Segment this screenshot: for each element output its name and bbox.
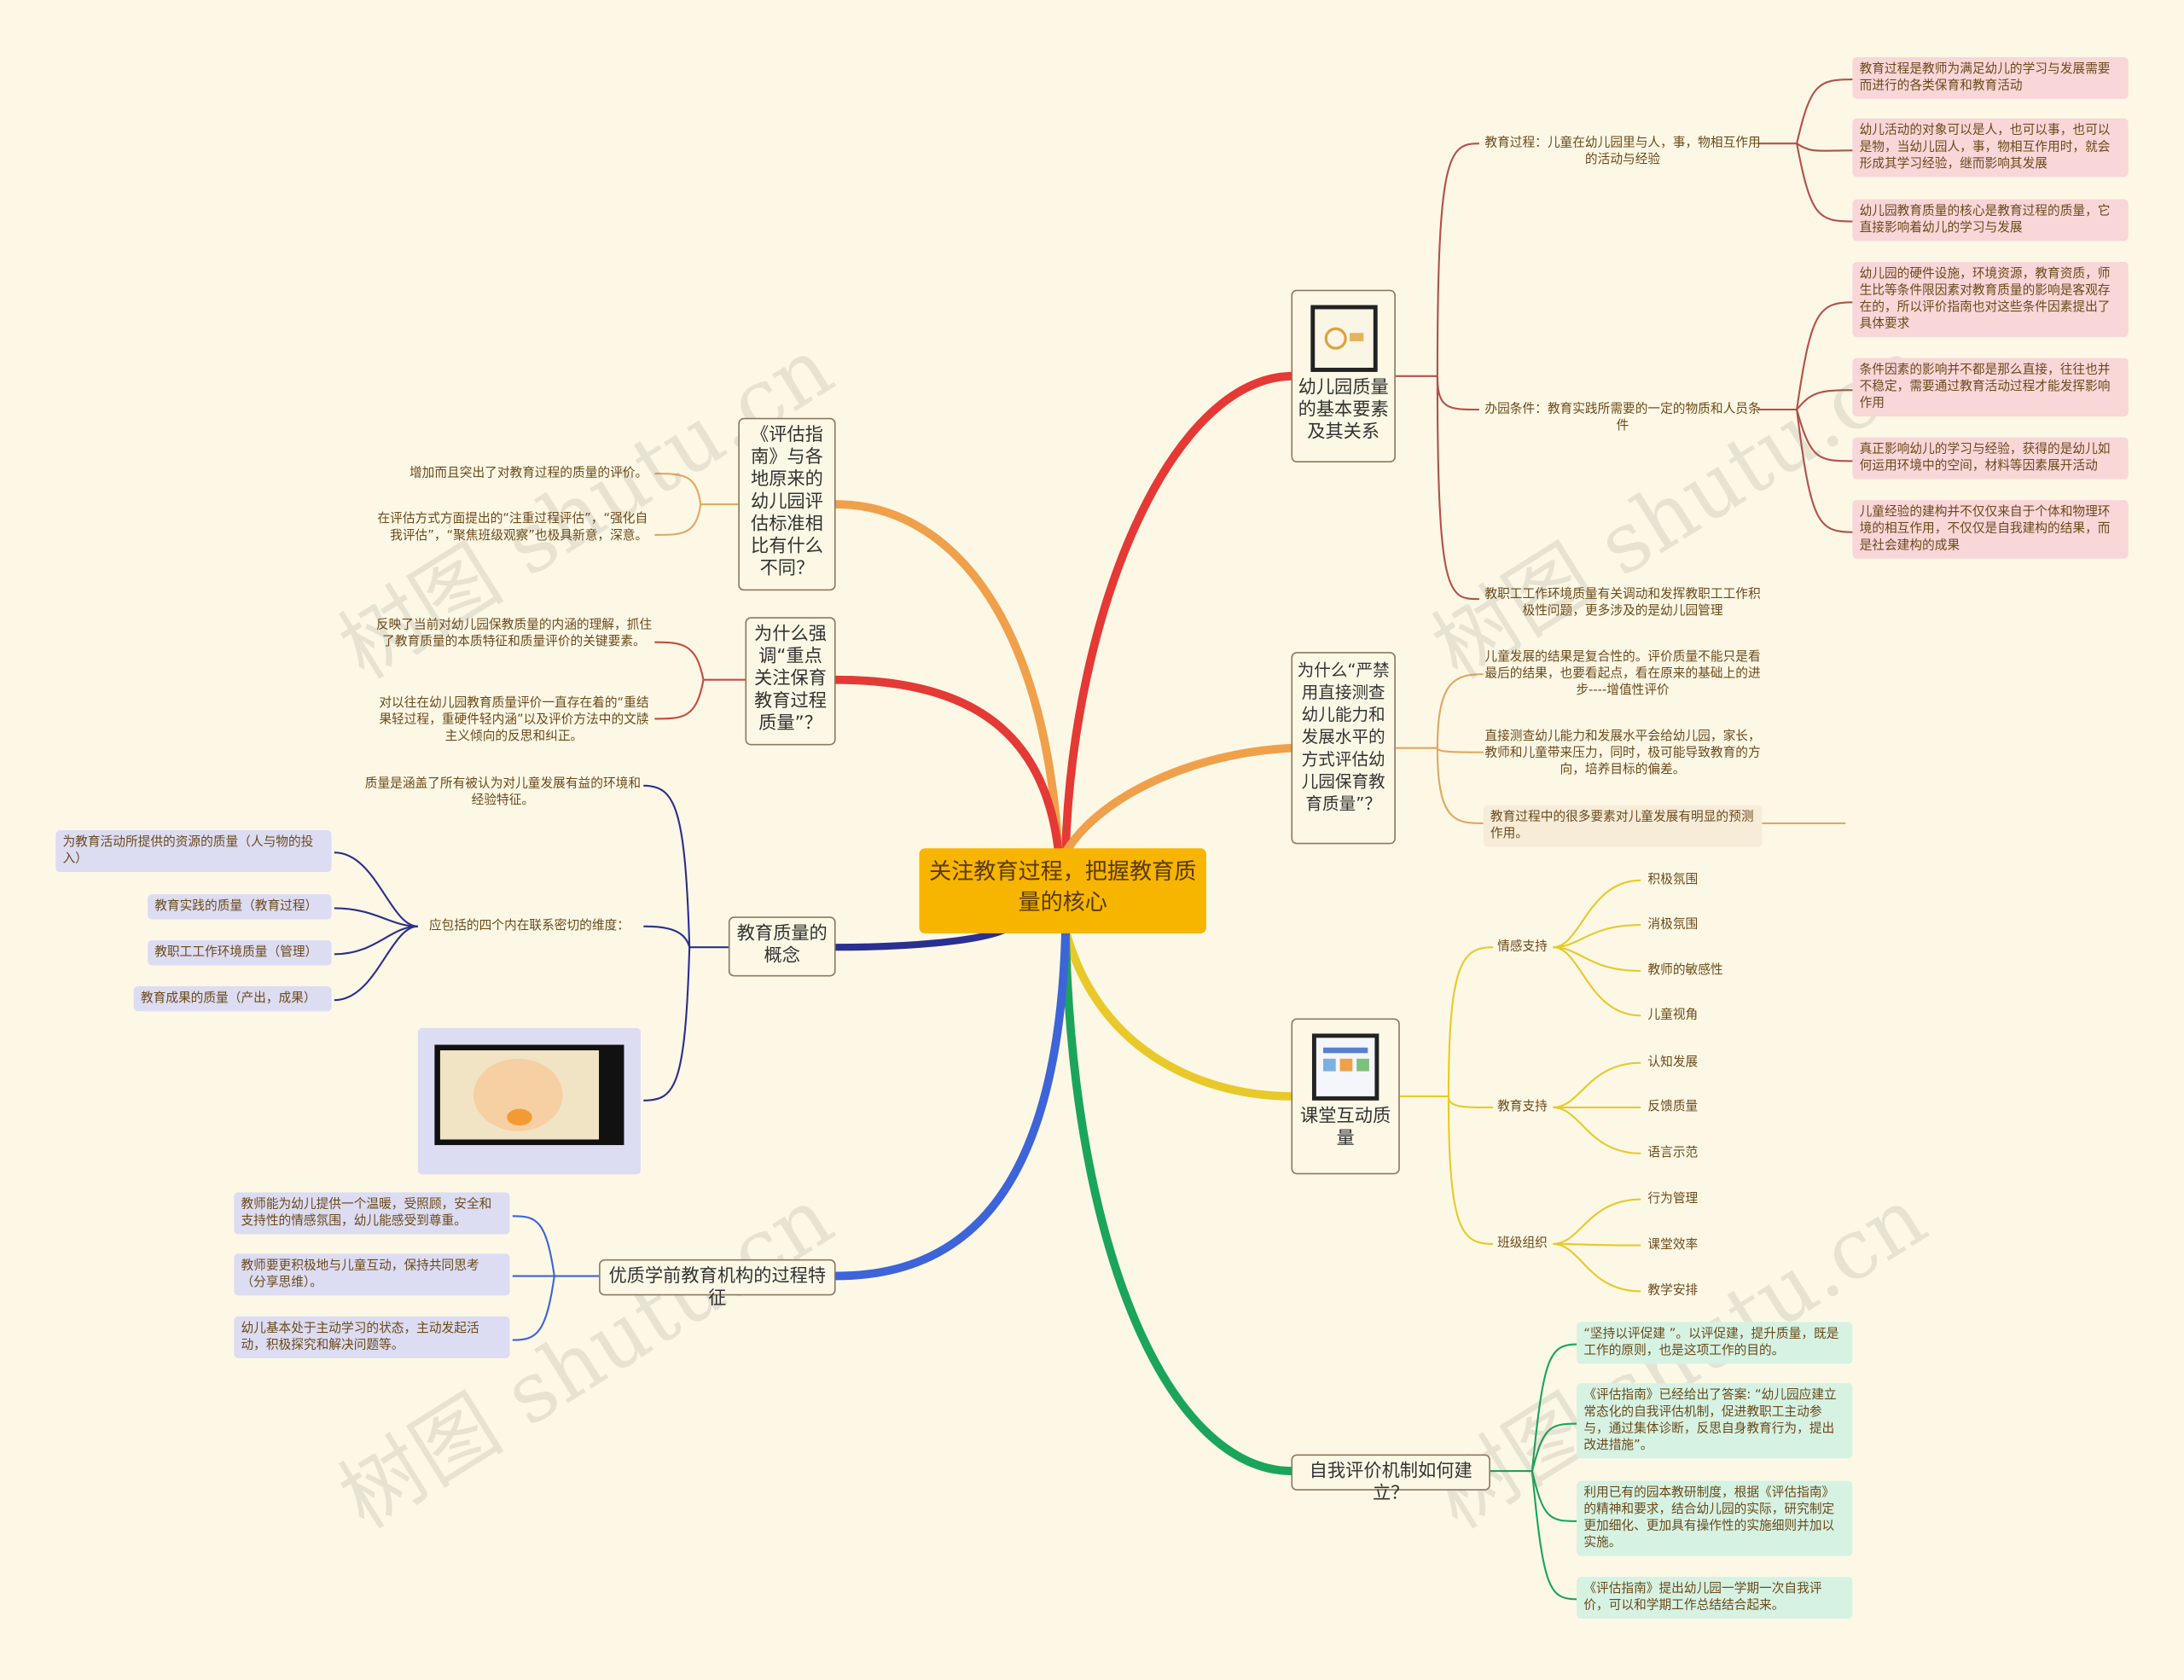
topic-interaction-title: 课堂互动质量 bbox=[1297, 1106, 1394, 1150]
interaction-item: 积极氛围 bbox=[1647, 872, 1698, 889]
interaction-item: 课堂效率 bbox=[1647, 1237, 1698, 1254]
process-item: 幼儿活动的对象可以是人，也可以事，也可以是物，当幼儿园人，事，物相互作用时，就会… bbox=[1852, 119, 2128, 177]
topic-elements-title: 幼儿园质量的基本要素及其关系 bbox=[1297, 377, 1390, 444]
topic-why[interactable]: 为什么强调“重点关注保育教育过程质量”？ bbox=[745, 617, 835, 745]
interaction-item: 语言示范 bbox=[1647, 1145, 1698, 1162]
ban-item: 直接测查幼儿能力和发展水平会给幼儿园，家长，教师和儿童带来压力，同时，极可能导致… bbox=[1484, 729, 1763, 779]
conditions-item: 真正影响幼儿的学习与经验，获得的是幼儿如何运用环境中的空间，材料等因素展开活动 bbox=[1852, 438, 2128, 480]
branch-self-eval bbox=[1066, 931, 1291, 1471]
ban-item: 儿童发展的结果是复合性的。评价质量不能只是看最后的结果，也要看起点，看在原来的基… bbox=[1484, 649, 1763, 700]
concept-dim: 教育实践的质量（教育过程） bbox=[148, 894, 332, 919]
features-item: 幼儿基本处于主动学习的状态，主动发起活动，积极探究和解决问题等。 bbox=[234, 1317, 509, 1358]
interaction-item: 儿童视角 bbox=[1647, 1007, 1698, 1024]
conditions-item: 条件因素的影响并不都是那么直接，往往也并不稳定，需要通过教育活动过程才能发挥影响… bbox=[1852, 358, 2128, 417]
chart-thumbnail-icon bbox=[1312, 1033, 1379, 1100]
interaction-item: 教学安排 bbox=[1647, 1283, 1698, 1300]
topic-concept[interactable]: 教育质量的概念 bbox=[729, 916, 836, 976]
topic-interaction[interactable]: 课堂互动质量 bbox=[1291, 1018, 1399, 1174]
topic-features[interactable]: 优质学前教育机构的过程特征 bbox=[599, 1259, 836, 1295]
branch-elements bbox=[1066, 376, 1291, 852]
branch-features bbox=[836, 931, 1066, 1276]
concept-dim: 教育成果的质量（产出，成果） bbox=[134, 986, 332, 1011]
self-eval-item: 《评估指南》提出幼儿园一学期一次自我评价，可以和学期工作总结结合起来。 bbox=[1577, 1577, 1852, 1619]
topic-self-eval[interactable]: 自我评价机制如何建立？ bbox=[1291, 1454, 1490, 1490]
conditions-label: 办园条件：教育实践所需要的一定的物质和人员条件 bbox=[1484, 401, 1763, 434]
interaction-group-label: 情感支持 bbox=[1497, 939, 1548, 956]
process-item: 幼儿园教育质量的核心是教育过程的质量，它直接影响着幼儿的学习与发展 bbox=[1852, 199, 2128, 241]
why-item: 对以往在幼儿园教育质量评价一直存在着的“重结果轻过程，重硬件轻内涵”以及评价方法… bbox=[376, 695, 652, 746]
topic-ban[interactable]: 为什么“严禁用直接测查幼儿能力和发展水平的方式评估幼儿园保育教育质量”？ bbox=[1291, 652, 1395, 844]
concept-dim: 为教育活动所提供的资源的质量（人与物的投入） bbox=[55, 830, 331, 872]
topic-elements[interactable]: 幼儿园质量的基本要素及其关系 bbox=[1291, 290, 1395, 462]
diagram-thumbnail-icon bbox=[1310, 305, 1377, 372]
interaction-item: 消极氛围 bbox=[1647, 916, 1698, 933]
conditions-item: 儿童经验的建构并不仅仅来自于个体和物理环境的相互作用，不仅仅是自我建构的结果，而… bbox=[1852, 500, 2128, 559]
why-item: 反映了当前对幼儿园保教质量的内涵的理解，抓住了教育质量的本质特征和质量评价的关键… bbox=[376, 617, 652, 650]
interaction-group-label: 教育支持 bbox=[1497, 1099, 1548, 1116]
interaction-group-label: 班级组织 bbox=[1497, 1235, 1548, 1253]
process-label: 教育过程：儿童在幼儿园里与人，事，物相互作用的活动与经验 bbox=[1484, 135, 1763, 168]
staff-note: 教职工工作环境质量有关调动和发挥教职工工作积极性问题，更多涉及的是幼儿园管理 bbox=[1484, 586, 1763, 619]
conditions-item: 幼儿园的硬件设施，环境资源，教育资质，师生比等条件限因素对教育质量的影响是客观存… bbox=[1852, 262, 2128, 337]
features-item: 教师能为幼儿提供一个温暖，受照顾，安全和支持性的情感氛围，幼儿能感受到尊重。 bbox=[234, 1193, 509, 1235]
interaction-item: 认知发展 bbox=[1647, 1055, 1698, 1072]
ban-item: 教育过程中的很多要素对儿童发展有明显的预测作用。 bbox=[1484, 805, 1763, 847]
branch-ban bbox=[1066, 748, 1291, 852]
compare-item: 在评估方式方面提出的“注重过程评估”，“强化自我评估”，“聚焦班级观察”也极具新… bbox=[369, 511, 648, 544]
concept-dims-label: 应包括的四个内在联系密切的维度： bbox=[418, 918, 641, 935]
compare-item: 增加而且突出了对教育过程的质量的评价。 bbox=[369, 465, 648, 482]
process-item: 教育过程是教师为满足幼儿的学习与发展需要而进行的各类保育和教育活动 bbox=[1852, 57, 2128, 99]
interaction-item: 行为管理 bbox=[1647, 1191, 1698, 1208]
root-topic[interactable]: 关注教育过程，把握教育质量的核心 bbox=[920, 848, 1206, 933]
self-eval-item: 《评估指南》已经给出了答案: “幼儿园应建立常态化的自我评估机制，促进教职工主动… bbox=[1577, 1383, 1852, 1458]
branch-interaction bbox=[1066, 931, 1291, 1096]
features-item: 教师要更积极地与儿童互动，保持共同思考（分享思维）。 bbox=[234, 1253, 509, 1295]
branch-why bbox=[836, 680, 1059, 852]
concept-definition: 质量是涵盖了所有被认为对儿童发展有益的环境和经验特征。 bbox=[365, 776, 641, 809]
interaction-item: 反馈质量 bbox=[1647, 1099, 1698, 1116]
self-eval-item: “坚持以评促建 ”。以评促建，提升质量，既是工作的原则，也是这项工作的目的。 bbox=[1577, 1322, 1852, 1363]
photo-thumbnail-icon bbox=[418, 1028, 641, 1174]
self-eval-item: 利用已有的园本教研制度，根据《评估指南》的精神和要求，结合幼儿园的实际，研究制定… bbox=[1577, 1481, 1852, 1556]
concept-dim: 教职工工作环境质量（管理） bbox=[148, 940, 332, 965]
topic-compare[interactable]: 《评估指南》与各地原来的幼儿园评估标准相比有什么不同？ bbox=[738, 418, 835, 590]
interaction-item: 教师的敏感性 bbox=[1647, 962, 1722, 980]
